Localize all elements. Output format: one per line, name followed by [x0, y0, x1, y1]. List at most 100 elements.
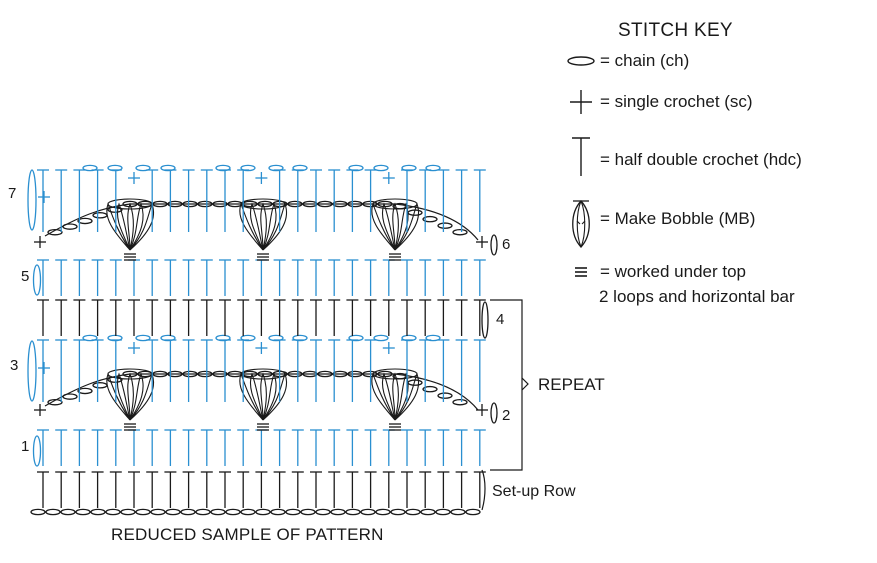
row7-chain: [82, 164, 98, 172]
row2-chain: [437, 392, 453, 399]
row7-chain: [160, 164, 176, 172]
row6-bobble-1-petal: [129, 202, 144, 251]
foundation-chain: [330, 508, 346, 516]
row2-chain: [452, 398, 468, 406]
row3-chain: [215, 334, 231, 342]
single-crochet-cross-icon: [570, 90, 592, 114]
row-label-4: 4: [496, 311, 505, 328]
row-label-7: 7: [8, 185, 17, 202]
row7-chain: [107, 164, 123, 172]
row2-chain: [257, 370, 273, 378]
foundation-chain: [210, 508, 226, 516]
row3-turning-chain: [27, 340, 37, 402]
foundation-chain: [285, 508, 301, 516]
key-item-single-crochet: = single crochet (sc): [566, 88, 753, 116]
row2-bobble-3-petal: [381, 372, 396, 421]
row2-chain: [77, 387, 93, 395]
row-label-1: 1: [21, 438, 30, 455]
row2-bobble-3-petal: [394, 372, 409, 421]
row-label-3: 3: [10, 357, 19, 374]
row6-chain: [197, 200, 213, 208]
row2-bobble-1-petal: [129, 372, 144, 421]
row7-chain: [240, 164, 256, 172]
foundation-chain: [345, 508, 361, 516]
foundation-chain: [225, 508, 241, 516]
row6-bobble-2-petal: [262, 202, 277, 251]
row6-bobble-1-petal: [116, 202, 131, 251]
row7-chain: [348, 164, 364, 172]
row3-chain: [160, 334, 176, 342]
row3-chain: [268, 334, 284, 342]
row6-chain: [287, 200, 303, 208]
row3-chain: [401, 334, 417, 342]
row7-chain: [268, 164, 284, 172]
row2-chain: [227, 370, 243, 378]
row3-chain: [348, 334, 364, 342]
row3-chain: [107, 334, 123, 342]
key-text-worked-under-line2: 2 loops and horizontal bar: [599, 287, 795, 306]
key-item-worked-under: = worked under top: [566, 260, 746, 284]
row6-chain: [332, 200, 348, 208]
row3-chain: [425, 334, 441, 342]
foundation-chain: [105, 508, 121, 516]
key-item-chain: = chain (ch): [566, 51, 689, 71]
row3-chain: [82, 334, 98, 342]
row2-turning-chain: [490, 402, 498, 424]
key-text-chain: = chain (ch): [600, 51, 690, 70]
row2-chain: [302, 370, 318, 378]
foundation-chain: [420, 508, 436, 516]
key-text-half-double-crochet: = half double crochet (hdc): [600, 150, 802, 169]
row6-chain: [347, 200, 363, 208]
diagram-caption: REDUCED SAMPLE OF PATTERN: [111, 525, 384, 544]
row3-chain: [135, 334, 151, 342]
row2-bobble-2-petal: [262, 372, 277, 421]
row-label-6: 6: [502, 236, 511, 253]
repeat-label: REPEAT: [538, 375, 605, 394]
half-double-crochet-t-icon: [572, 137, 590, 176]
row2-chain: [317, 370, 333, 378]
row2-bobble-3-cap: [372, 368, 418, 380]
row2-bobble-2-cap: [240, 368, 286, 380]
foundation-chain: [30, 508, 46, 516]
row1-turning-chain: [32, 435, 42, 467]
key-item-half-double-crochet: = half double crochet (hdc): [566, 136, 802, 178]
key-text-worked-under: = worked under top: [600, 262, 747, 281]
row6-chain: [122, 200, 138, 208]
row6-bobble-2-petal: [260, 202, 267, 251]
row7-chain: [135, 164, 151, 172]
row2-bobble-2-petal: [249, 372, 264, 421]
row7-chain: [292, 164, 308, 172]
row2-chain: [197, 370, 213, 378]
foundation-chain: [150, 508, 166, 516]
row4-turning-chain: [481, 301, 489, 339]
foundation-chain: [60, 508, 76, 516]
row2-chain: [152, 370, 168, 378]
row7-chain: [425, 164, 441, 172]
foundation-chain: [135, 508, 151, 516]
row2-bobble-3-petal: [392, 372, 399, 421]
row6-chain: [227, 200, 243, 208]
row6-bobble-2-petal: [249, 202, 264, 251]
row6-chain: [317, 200, 333, 208]
row3-chain: [240, 334, 256, 342]
foundation-chain: [165, 508, 181, 516]
row6-chain: [302, 200, 318, 208]
foundation-chain: [300, 508, 316, 516]
chain-oval-icon: [567, 56, 595, 66]
row7-chain: [215, 164, 231, 172]
foundation-chain: [270, 508, 286, 516]
row2-chain: [422, 385, 438, 393]
row6-chain: [152, 200, 168, 208]
row6-chain: [47, 228, 63, 236]
foundation-chain: [195, 508, 211, 516]
row2-chain: [182, 370, 198, 378]
row2-chain: [347, 370, 363, 378]
row6-chain: [77, 217, 93, 225]
row2-chain: [167, 370, 183, 378]
stitch-key-title: STITCH KEY: [618, 20, 733, 41]
row2-chain: [107, 376, 123, 383]
row2-chain: [92, 382, 108, 389]
row6-chain: [212, 200, 228, 208]
foundation-chain: [255, 508, 271, 516]
